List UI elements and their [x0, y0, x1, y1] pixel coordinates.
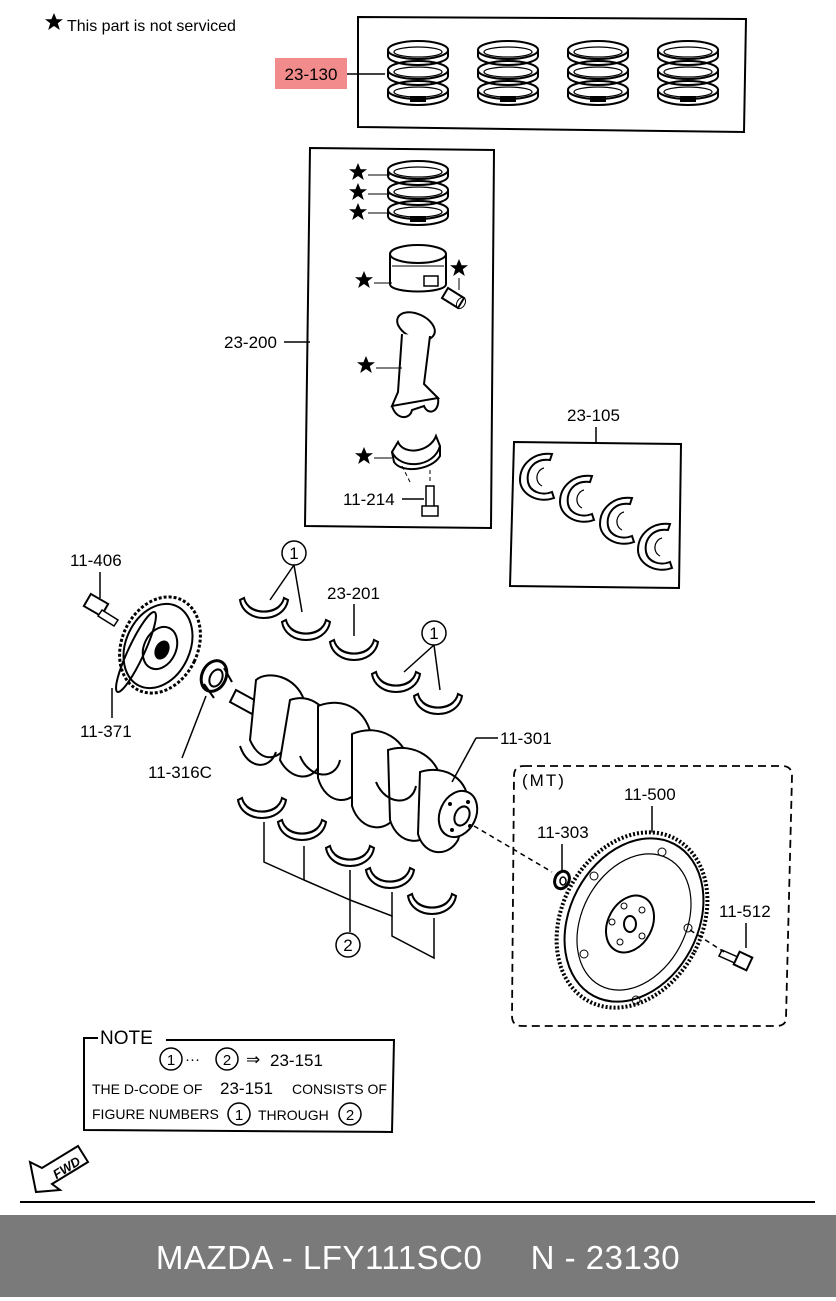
bearing-shell — [277, 819, 327, 841]
piston — [389, 244, 447, 293]
bearing-shell — [237, 797, 287, 819]
circle-2-text: 2 — [343, 936, 352, 955]
bearing-shell — [365, 867, 415, 889]
main-bearings-box — [508, 440, 683, 590]
parts-diagram: This part is not serviced 23-130 23-200 — [28, 13, 793, 1194]
oil-seal — [199, 659, 233, 699]
ring-set-1 — [388, 41, 448, 105]
star-icon — [355, 447, 373, 464]
piston-conrod-group: 23-200 — [224, 146, 496, 530]
pulley-bolt — [82, 592, 120, 628]
callout-23-130[interactable]: 23-130 — [285, 65, 338, 84]
conrod-bolt — [421, 485, 439, 517]
connecting-rod — [390, 311, 441, 418]
mt-label: (MT) — [522, 771, 566, 790]
pilot-bearing — [553, 869, 571, 891]
note-line3-a: FIGURE NUMBERS — [92, 1106, 219, 1122]
legend: This part is not serviced — [45, 13, 236, 35]
piston-rings-single — [388, 161, 448, 225]
circle-1-text: 1 — [289, 544, 298, 563]
note-circle-1b — [227, 1102, 251, 1126]
star-icon — [355, 271, 373, 288]
bearing-shell — [239, 597, 289, 619]
star-icon — [349, 183, 367, 200]
footer-title: MAZDA - LFY111SC0 N - 23130 — [155, 1239, 681, 1276]
note-circle-2 — [215, 1047, 239, 1071]
callout-11-301[interactable]: 11-301 — [500, 729, 552, 748]
note-line2-code: 23-151 — [220, 1079, 273, 1098]
bearing-shell — [281, 619, 331, 641]
diagram-canvas: This part is not serviced 23-130 23-200 — [28, 13, 793, 1194]
note-arrow: ⇒ — [246, 1050, 260, 1069]
callout-23-200[interactable]: 23-200 — [224, 333, 277, 352]
note-line3-b: THROUGH — [258, 1107, 329, 1123]
bearing-shell — [637, 522, 673, 571]
main-bearings-group: 23-105 — [508, 406, 683, 590]
note-line3-n1: 1 — [235, 1107, 243, 1124]
circle-1-text: 1 — [429, 624, 438, 643]
conrod-cap — [390, 433, 442, 471]
note-circle-2b — [338, 1102, 362, 1126]
mt-dashed-box — [511, 765, 793, 1027]
callout-23-105[interactable]: 23-105 — [567, 406, 620, 425]
note-title: NOTE — [100, 1028, 153, 1049]
crank-pulley — [115, 595, 202, 695]
ring-set-2 — [478, 41, 538, 105]
star-icon — [45, 13, 63, 30]
callout-11-303[interactable]: 11-303 — [537, 823, 589, 842]
circle-2-callout[interactable] — [335, 932, 361, 958]
bearing-shell — [371, 671, 421, 693]
callout-11-406[interactable]: 11-406 — [70, 551, 122, 570]
fwd-arrow-icon: FWD — [28, 1144, 90, 1194]
note-range-dots: ··· — [185, 1051, 200, 1068]
flywheel-bolt — [717, 949, 754, 972]
crankshaft: 11-301 — [228, 674, 553, 873]
note-circle-1 — [159, 1047, 183, 1071]
note-box: NOTE 1 ··· 2 ⇒ 23-151 THE D-CODE OF 23-1… — [83, 1028, 396, 1134]
note-range-start: 1 — [167, 1052, 175, 1069]
note-line2-a: THE D-CODE OF — [92, 1081, 202, 1097]
footer-bar: MAZDA - LFY111SC0 N - 23130 — [0, 1215, 836, 1297]
note-range-end: 2 — [223, 1052, 231, 1069]
piston-pin — [440, 286, 467, 310]
note-line2-b: CONSISTS OF — [292, 1081, 387, 1097]
upper-bearing-shells: 1 23-201 1 — [239, 540, 463, 715]
bearing-shell — [325, 845, 375, 867]
lower-bearing-shells: 2 — [237, 797, 457, 960]
mt-flywheel-group: (MT) 11-303 11-500 11-512 — [511, 765, 793, 1027]
bearing-shell — [599, 496, 635, 545]
bearing-shell — [407, 893, 457, 915]
highlight-box — [275, 58, 347, 89]
note-code: 23-151 — [270, 1051, 323, 1070]
callout-11-512[interactable]: 11-512 — [719, 902, 771, 921]
bearing-shell — [559, 474, 595, 523]
callout-23-201[interactable]: 23-201 — [327, 584, 380, 603]
bearing-shell — [519, 452, 555, 501]
piston-conrod-box — [303, 146, 496, 530]
footer-divider — [20, 1201, 815, 1203]
flywheel — [554, 830, 710, 1010]
star-icon — [357, 356, 375, 373]
ring-set-3 — [568, 41, 628, 105]
piston-rings-box — [357, 15, 748, 134]
bearing-shell — [413, 693, 463, 715]
thrust-bearing — [329, 639, 379, 661]
star-icon — [349, 163, 367, 180]
callout-11-214[interactable]: 11-214 — [343, 490, 395, 509]
callout-11-316C[interactable]: 11-316C — [148, 763, 212, 782]
star-icon — [450, 259, 468, 276]
ring-set-4 — [658, 41, 718, 105]
callout-11-371[interactable]: 11-371 — [80, 722, 132, 741]
piston-rings-group: 23-130 — [275, 15, 748, 134]
callout-11-500[interactable]: 11-500 — [624, 785, 676, 804]
front-components: 11-406 11-371 11-316C — [70, 551, 233, 782]
note-line3-n2: 2 — [346, 1107, 354, 1124]
legend-text: This part is not serviced — [67, 18, 236, 35]
star-icon — [349, 203, 367, 220]
